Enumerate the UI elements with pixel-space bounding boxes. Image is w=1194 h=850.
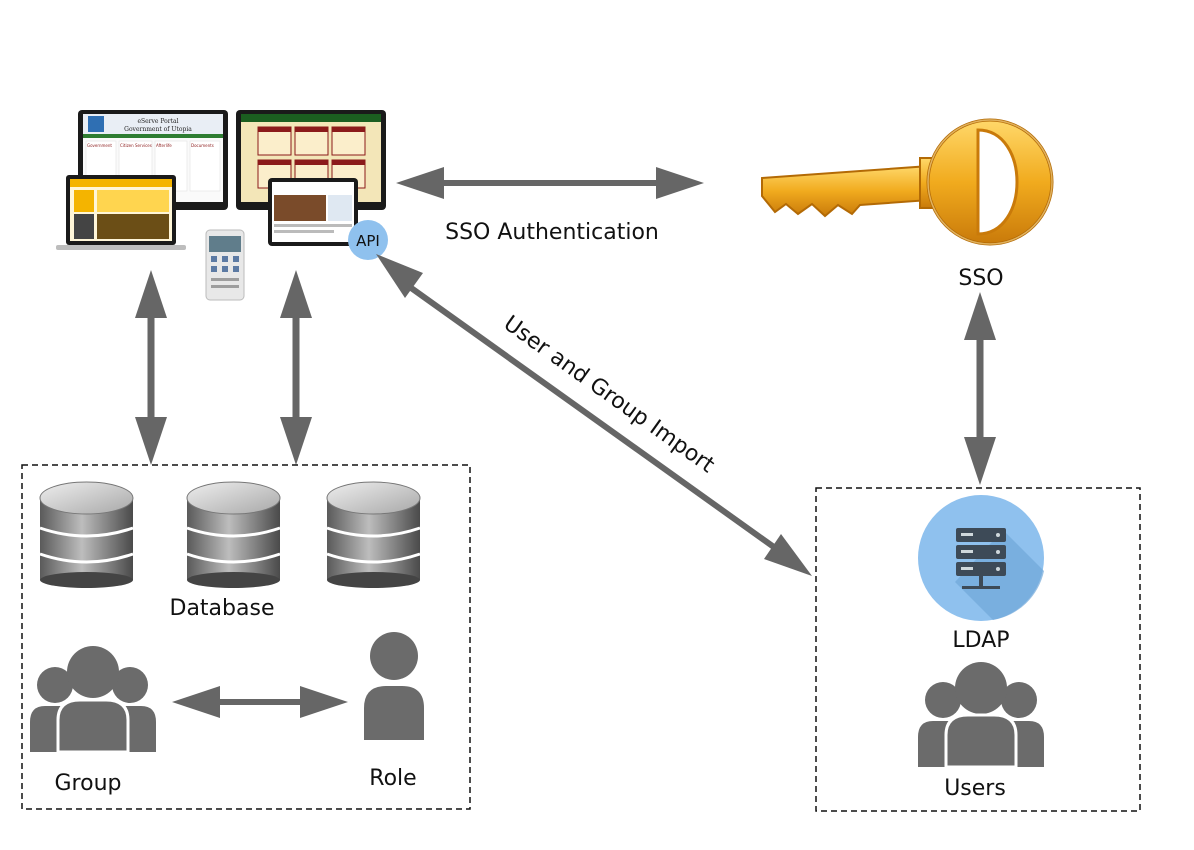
database-label: Database bbox=[170, 596, 275, 621]
backend-container bbox=[21, 464, 471, 810]
user-group-import-label: User and Group Import bbox=[499, 311, 719, 478]
database-icon bbox=[186, 481, 281, 588]
portal-col-4: Documents bbox=[191, 143, 214, 148]
laptop-device bbox=[56, 175, 186, 250]
users-icon bbox=[918, 662, 1044, 769]
group-icon bbox=[30, 646, 156, 754]
api-badge: API bbox=[348, 220, 388, 260]
sso-key-icon bbox=[761, 118, 1054, 246]
sso-authentication-label: SSO Authentication bbox=[445, 220, 659, 245]
database-icon bbox=[326, 481, 421, 588]
portal-title-2: Government of Utopia bbox=[124, 126, 192, 133]
portal-title-1: eServe Portal bbox=[137, 118, 178, 125]
group-label: Group bbox=[55, 771, 122, 796]
arrow-group-role bbox=[172, 686, 348, 718]
arrow-devices-database-right bbox=[280, 270, 312, 465]
arrow-sso-authentication bbox=[396, 167, 704, 199]
role-label: Role bbox=[369, 766, 416, 791]
arrow-user-group-import bbox=[376, 254, 812, 576]
tablet-device bbox=[268, 178, 358, 246]
arrows bbox=[135, 167, 996, 718]
arrow-sso-ldap bbox=[964, 292, 996, 485]
api-label: API bbox=[356, 232, 380, 250]
portal-col-2: Citizen Services bbox=[120, 143, 152, 148]
database-icon bbox=[39, 481, 134, 588]
sso-label: SSO bbox=[958, 266, 1003, 291]
ldap-server-icon bbox=[918, 495, 1044, 621]
directory-container bbox=[815, 487, 1141, 812]
arrow-devices-database-left bbox=[135, 270, 167, 465]
application-devices: eServe Portal Government of Utopia Gover… bbox=[56, 110, 388, 301]
portal-col-1: Government bbox=[87, 143, 112, 148]
users-label: Users bbox=[944, 776, 1006, 801]
portal-col-3: Afterlife bbox=[156, 143, 172, 148]
phone-device bbox=[205, 229, 245, 301]
ldap-label: LDAP bbox=[952, 628, 1009, 653]
role-icon bbox=[364, 632, 424, 740]
